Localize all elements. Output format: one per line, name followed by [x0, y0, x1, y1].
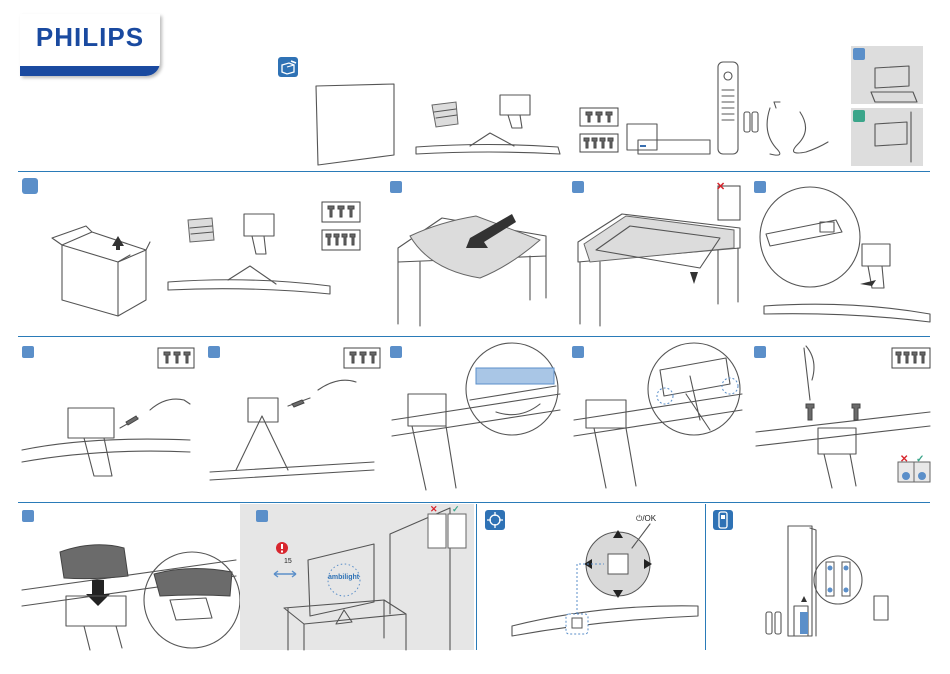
- quick-start-sheet: PHILIPS: [0, 0, 950, 674]
- battery-insert: [0, 0, 950, 674]
